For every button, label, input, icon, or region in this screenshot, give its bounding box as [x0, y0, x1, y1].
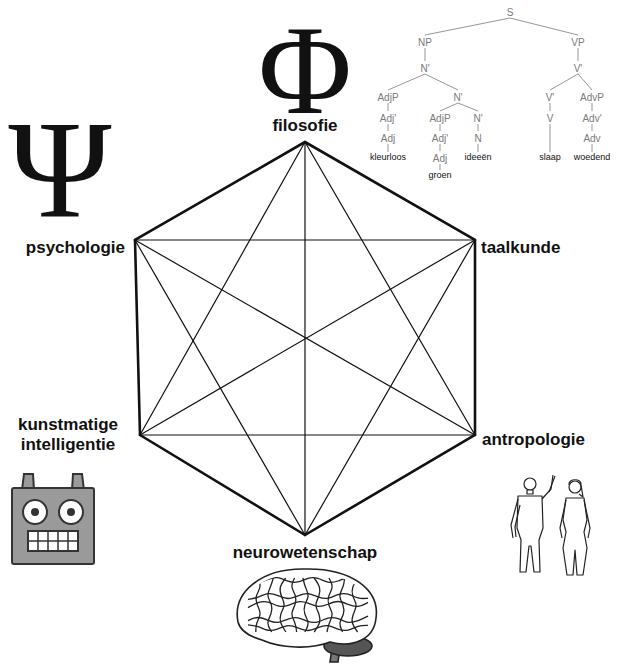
discipline-link — [135, 240, 140, 435]
brain-gyrus — [352, 578, 358, 632]
discipline-label: kunstmatige intelligentie — [4, 415, 140, 456]
brain-gyrus — [292, 578, 297, 632]
discipline-link — [305, 435, 475, 535]
brain-gyrus — [340, 578, 345, 632]
brain-gyrus — [248, 578, 368, 584]
tree-category: N' — [420, 63, 429, 74]
brain-illustration — [237, 569, 376, 662]
tree-category: AdjP — [377, 92, 398, 103]
tree-branch — [578, 48, 579, 61]
tree-branch — [550, 74, 578, 90]
greek-symbol: Φ — [258, 6, 352, 134]
tree-branch — [510, 18, 578, 35]
tree-branch — [440, 144, 441, 151]
discipline-label: neurowetenschap — [233, 535, 378, 563]
discipline-label: psychologie — [26, 238, 135, 258]
syntax-tree-branches — [388, 18, 592, 170]
tree-branch — [478, 124, 479, 131]
brain-gyrus — [327, 578, 332, 632]
brain-gyrus — [303, 578, 308, 632]
tree-branch — [550, 124, 551, 152]
tree-branch — [440, 124, 441, 131]
tree-category: S — [507, 7, 514, 18]
tree-category: AdvP — [580, 92, 604, 103]
tree-category: Adj — [433, 153, 447, 164]
tree-branch — [578, 74, 592, 90]
tree-category: Adv' — [582, 113, 601, 124]
discipline-name: antropologie — [482, 430, 585, 450]
tree-category: VP — [571, 37, 584, 48]
tree-branch — [388, 74, 425, 90]
tree-category: N — [474, 133, 481, 144]
tree-branch — [458, 103, 478, 111]
discipline-name: kunstmatige intelligentie — [4, 415, 132, 456]
tree-branch — [425, 74, 458, 90]
discipline-link — [305, 142, 475, 435]
tree-branch — [478, 144, 479, 152]
tree-branch — [440, 103, 458, 111]
brain-gyrus — [256, 578, 260, 632]
brain-gyrus — [280, 578, 286, 632]
human-figures — [511, 475, 590, 575]
brain-gyrus — [248, 602, 368, 608]
tree-branch — [388, 144, 389, 152]
tree-category: Adj — [381, 133, 395, 144]
tree-word: woedend — [574, 153, 611, 163]
discipline-link — [135, 239, 475, 240]
tree-branch — [425, 18, 510, 35]
discipline-label: antropologie — [475, 430, 585, 450]
robot-icon — [12, 474, 94, 564]
tree-branch — [388, 103, 389, 111]
discipline-link — [135, 142, 305, 240]
discipline-link — [135, 240, 475, 435]
tree-category: AdjP — [429, 113, 450, 124]
tree-word: ideeën — [464, 153, 491, 163]
tree-branch — [550, 103, 551, 111]
tree-branch — [592, 103, 593, 111]
discipline-link — [140, 240, 475, 435]
discipline-label: taalkunde — [475, 238, 560, 258]
tree-category: N' — [473, 113, 482, 124]
tree-category: NP — [418, 37, 432, 48]
tree-category: Adj' — [380, 113, 396, 124]
tree-branch — [425, 48, 426, 61]
tree-branch — [592, 144, 593, 152]
tree-word: kleurloos — [370, 153, 406, 163]
greek-symbol: Ψ — [8, 100, 111, 240]
tree-word: groen — [428, 171, 451, 181]
discipline-link — [305, 142, 475, 240]
tree-category: V' — [574, 63, 583, 74]
tree-branch — [388, 124, 389, 131]
brain-gyrus — [268, 578, 273, 632]
discipline-link — [140, 435, 305, 535]
tree-category: V — [547, 113, 554, 124]
discipline-link — [305, 240, 475, 535]
tree-branch — [592, 124, 593, 131]
tree-category: V' — [546, 92, 555, 103]
discipline-name: neurowetenschap — [233, 543, 378, 563]
tree-category: Adv — [583, 133, 600, 144]
discipline-link — [140, 434, 475, 435]
discipline-link — [135, 240, 305, 535]
tree-category: N' — [453, 92, 462, 103]
brain-gyrus — [314, 578, 320, 632]
tree-branch — [440, 164, 441, 170]
discipline-link — [474, 240, 477, 435]
tree-category: Adj' — [432, 133, 448, 144]
discipline-name: taalkunde — [481, 238, 560, 258]
discipline-name: psychologie — [26, 238, 125, 258]
tree-word: slaap — [539, 153, 561, 163]
